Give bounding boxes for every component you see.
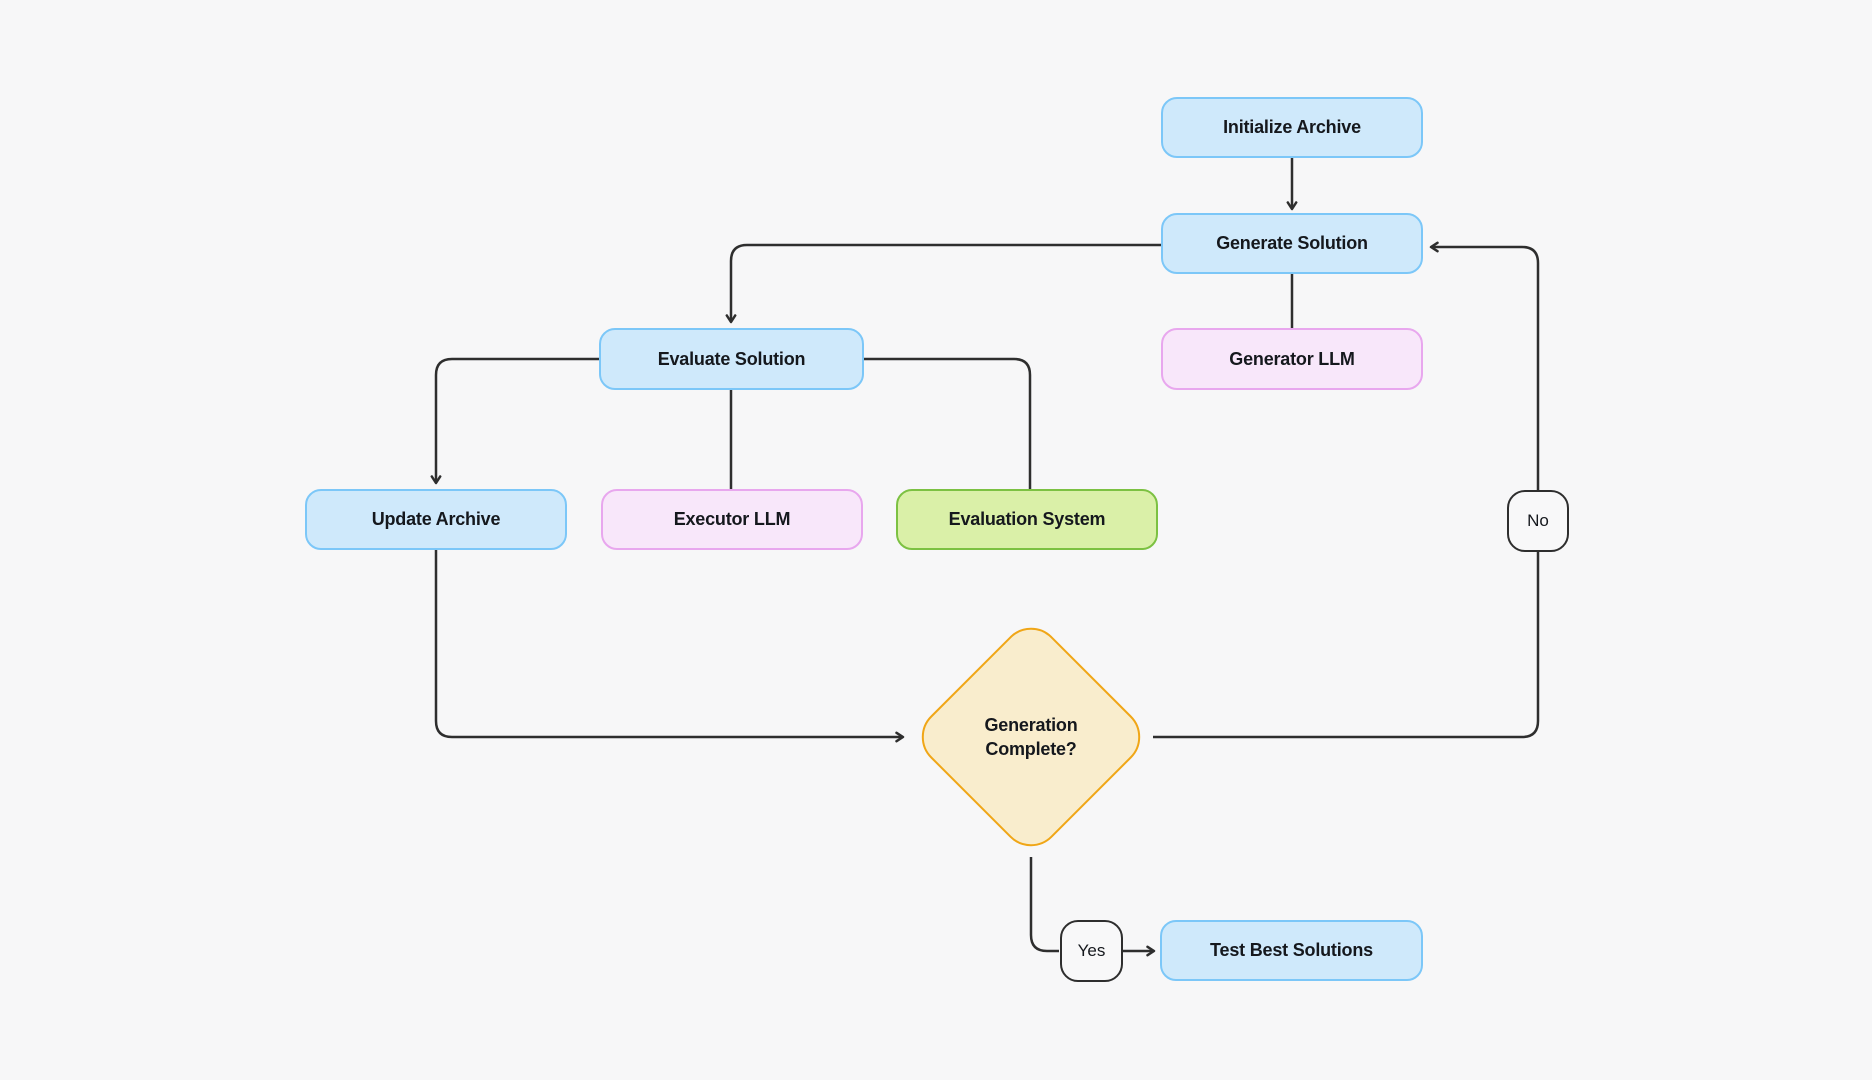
edge-update-to-decision xyxy=(434,550,905,743)
node-evaluate-solution: Evaluate Solution xyxy=(599,328,864,390)
node-update-archive: Update Archive xyxy=(305,489,567,550)
node-generate-solution: Generate Solution xyxy=(1161,213,1423,274)
node-initialize-archive: Initialize Archive xyxy=(1161,97,1423,158)
edge-label-no: No xyxy=(1507,490,1569,552)
edge-generate-to-evaluate xyxy=(725,243,1161,324)
node-generation-complete-label: Generation Complete? xyxy=(984,714,1078,759)
node-evaluation-system: Evaluation System xyxy=(896,489,1158,550)
edge-decision-no-to-generate xyxy=(1153,241,1540,739)
node-test-best-solutions: Test Best Solutions xyxy=(1160,920,1423,981)
edge-decision-yes-to-label xyxy=(1029,857,1059,953)
edge-evaluate-to-update xyxy=(430,357,599,485)
node-generator-llm: Generator LLM xyxy=(1161,328,1423,390)
node-executor-llm: Executor LLM xyxy=(601,489,863,550)
edge-label-yes: Yes xyxy=(1060,920,1123,982)
edge-evaluate-to-evaluation-system xyxy=(864,357,1032,489)
